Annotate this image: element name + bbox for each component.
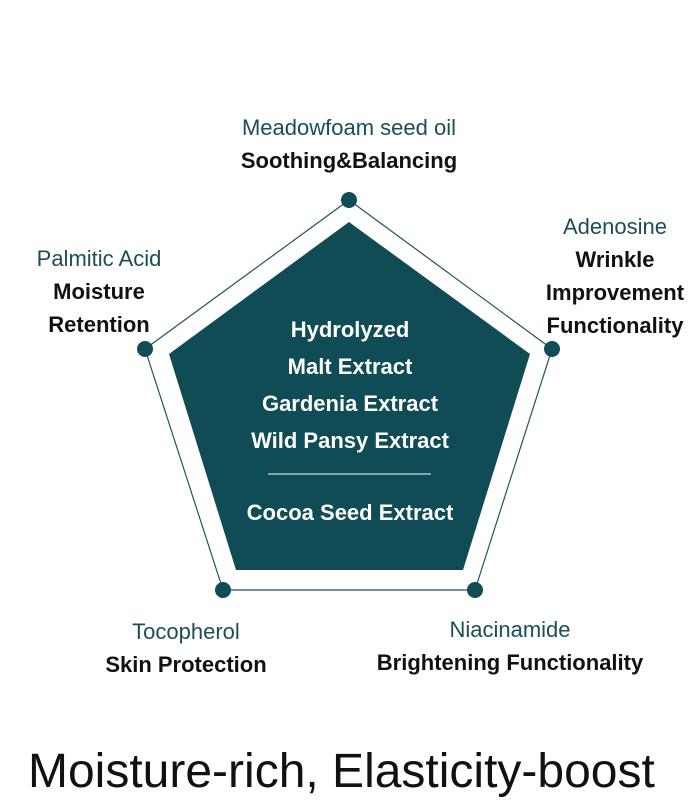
center-line: Wild Pansy Extract xyxy=(251,428,449,453)
ingredient-name: Niacinamide xyxy=(449,617,571,642)
ingredient-name: Palmitic Acid xyxy=(36,246,162,271)
center-bottom-ingredient: Cocoa Seed Extract xyxy=(246,500,454,525)
outer-pentagon-outline xyxy=(144,199,553,591)
ingredient-name: Meadowfoam seed oil xyxy=(241,115,456,140)
ingredient-effect: Soothing&Balancing xyxy=(240,148,458,173)
ingredient-effect: Improvement xyxy=(545,280,685,305)
ingredient-label-adenosine: Adenosine Wrinkle Improvement Functional… xyxy=(530,210,700,342)
vertex-dot-left xyxy=(137,341,153,357)
ingredient-label-meadowfoam: Meadowfoam seed oil Soothing&Balancing xyxy=(199,111,499,177)
inner-pentagon xyxy=(169,222,530,570)
ingredient-label-tocopherol: Tocopherol Skin Protection xyxy=(86,615,286,681)
ingredient-effect: Retention xyxy=(48,312,150,337)
ingredient-effect: Brightening Functionality xyxy=(376,650,644,675)
ingredient-effect: Moisture xyxy=(53,279,145,304)
vertex-dot-top xyxy=(341,192,357,208)
vertex-dot-bottom-left xyxy=(215,582,231,598)
vertex-dot-right xyxy=(544,341,560,357)
page-heading: Moisture-rich, Elasticity-boost xyxy=(28,745,655,798)
ingredient-effect: Wrinkle xyxy=(575,247,655,272)
vertex-dot-bottom-right xyxy=(467,582,483,598)
ingredient-name: Adenosine xyxy=(563,214,667,239)
ingredient-label-palmitic-acid: Palmitic Acid Moisture Retention xyxy=(19,242,179,341)
center-ingredients: Hydrolyzed Malt Extract Gardenia Extract… xyxy=(200,311,500,459)
center-line: Malt Extract xyxy=(287,354,413,379)
ingredient-effect: Functionality xyxy=(546,313,684,338)
ingredient-effect: Skin Protection xyxy=(105,652,267,677)
center-line: Gardenia Extract xyxy=(261,391,439,416)
ingredient-label-niacinamide: Niacinamide Brightening Functionality xyxy=(360,613,660,679)
center-line: Hydrolyzed xyxy=(290,317,410,342)
ingredient-name: Tocopherol xyxy=(132,619,240,644)
